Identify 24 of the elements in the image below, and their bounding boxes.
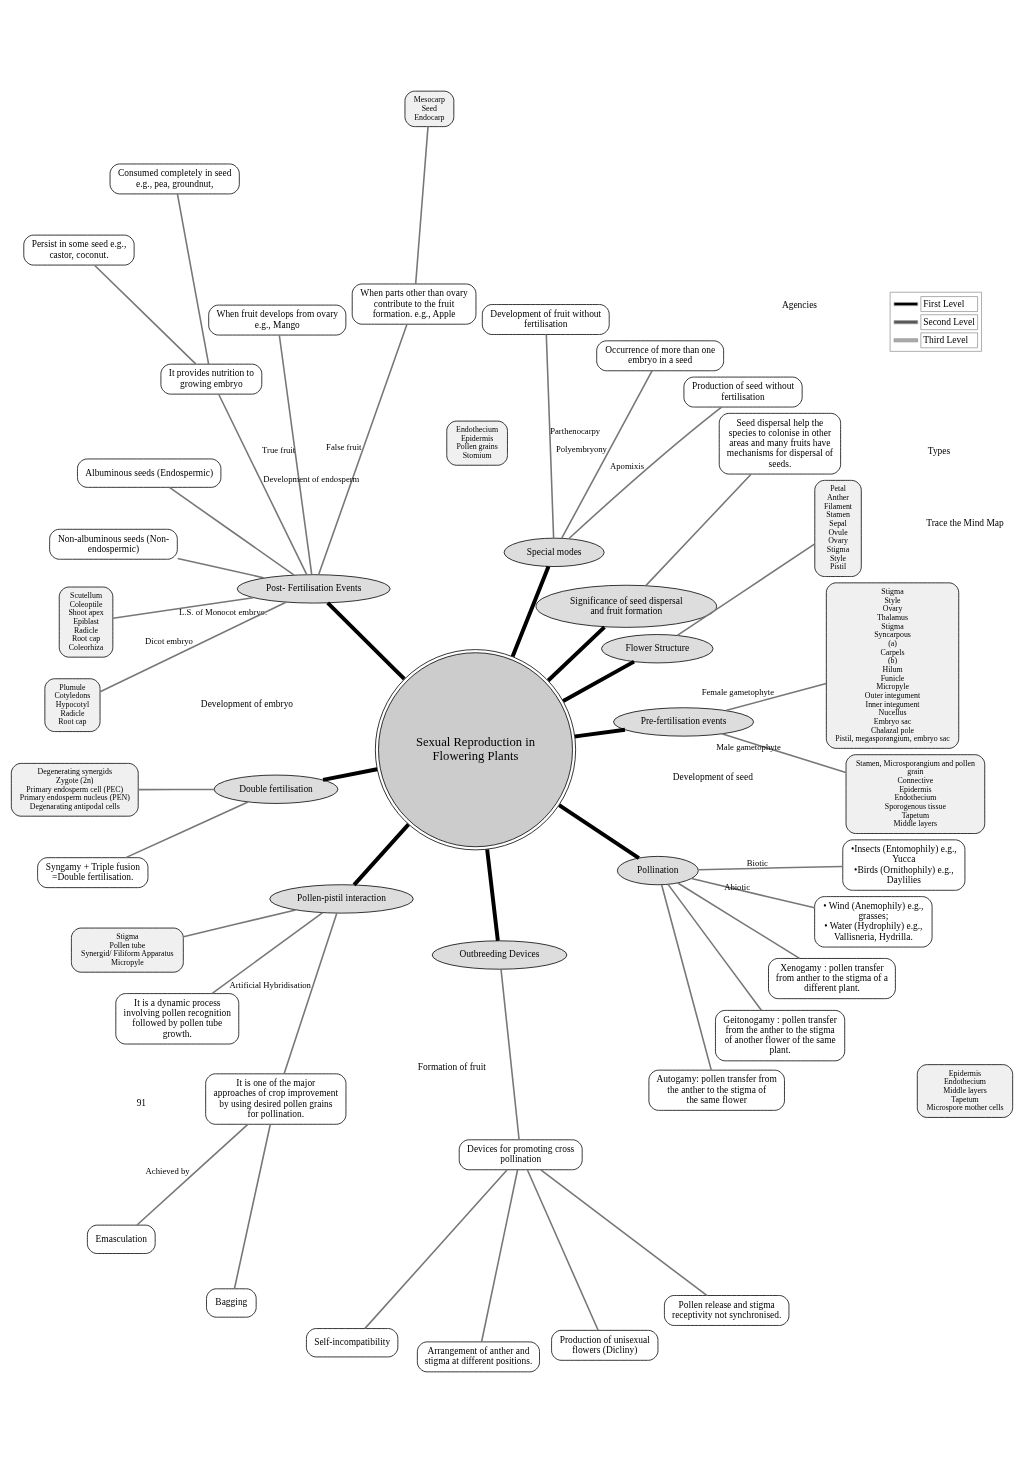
label: Trace the Mind Map [926,518,1004,529]
edge-label: Dicot embryo [145,636,193,647]
edge-label: Apomixis [609,460,645,471]
edge-label: Achieved by [145,1166,190,1177]
edge-label: Parthenocarpy [550,426,601,437]
edge-label: False fruit [326,441,362,452]
edge-label: Artificial Hybridisation [229,979,311,990]
edge-label: Male gametophyte [716,741,781,752]
label: Formation of fruit [417,1061,486,1072]
label: Agencies [781,300,818,311]
edge-label: Polyembryony [555,444,607,455]
edge-label: Biotic [746,857,768,868]
label: Development of seed [672,771,753,782]
label: Types [927,445,951,456]
label: 91 [136,1098,147,1109]
legend-label: First Level [923,298,965,309]
label: Development of embryo [200,699,294,710]
edge-label: L.S. of Monocot embryo. [179,607,268,618]
edge-label: True fruit [262,444,296,455]
legend-label: Third Level [923,334,969,345]
edge-label: Development of endosperm [263,474,360,485]
legend-label: Second Level [923,316,975,327]
edge-label: Female gametophyte [701,686,775,697]
edge-label: Abiotic [724,882,751,893]
